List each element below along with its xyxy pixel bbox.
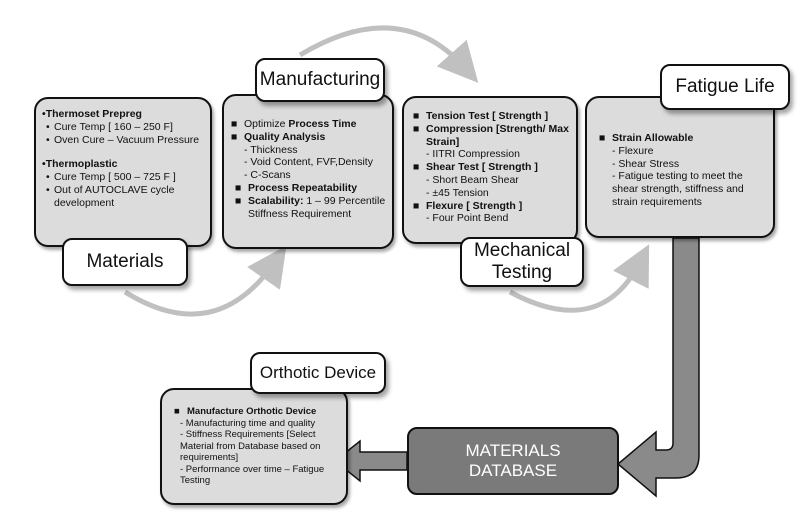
fatigue-subitem: - Flexure (612, 144, 654, 157)
manufacturing-item: ■Scalability: 1 – 99 Percentile Stiffnes… (235, 194, 386, 220)
mechanical-subitem: - IITRI Compression (426, 148, 520, 161)
database-label-line: DATABASE (468, 461, 558, 480)
fatigue-life-label: Fatigue Life (660, 64, 790, 110)
mechanical-label-line: Mechanical (473, 240, 571, 262)
mechanical-testing-box: ■Tension Test [ Strength ] ■Compression … (402, 96, 578, 244)
mechanical-subitem: - Short Beam Shear (426, 173, 519, 186)
arc-arrow-materials-to-manufacturing (123, 245, 287, 317)
arc-arrow-manufacturing-to-mechanical (298, 25, 479, 83)
thermoset-item: •Cure Temp [ 160 – 250 F] (46, 120, 173, 133)
manufacturing-item: ■Optimize Process Time (231, 118, 357, 130)
thermoplastic-heading: •Thermoplastic (42, 158, 118, 171)
thermoplastic-item: •Out of AUTOCLAVE cycle development (46, 183, 175, 209)
database-label-line: MATERIALS (465, 440, 561, 460)
manufacturing-subitem: - Void Content, FVF,Density (244, 156, 373, 169)
mechanical-subitem: - Four Point Bend (426, 212, 509, 225)
mechanical-item: ■Flexure [ Strength ] (413, 199, 523, 212)
fatigue-item: ■Strain Allowable (599, 132, 694, 144)
materials-label: Materials (62, 238, 188, 286)
dot-bullet: • (42, 108, 46, 120)
thermoset-heading: •Thermoset Prepreg (42, 108, 142, 120)
mechanical-subitem: - ±45 Tension (426, 186, 489, 199)
materials-box: •Thermoset Prepreg •Cure Temp [ 160 – 25… (34, 97, 212, 247)
fatigue-subitem: - Shear Stress (612, 157, 680, 170)
orthotic-subitem: - Performance over time – Fatigue Testin… (180, 463, 325, 487)
materials-database-box: MATERIALS DATABASE (407, 427, 619, 495)
arc-arrow-mechanical-to-fatigue (508, 244, 650, 313)
orthotic-subitem: - Stiffness Requirements [Select Materia… (180, 429, 321, 464)
flow-arrow-fatigue-to-database (616, 237, 700, 498)
manufacturing-subitem: - Thickness (244, 143, 298, 156)
orthotic-subitem: - Manufacturing time and quality (180, 417, 316, 429)
mechanical-item: ■Compression [Strength/ Max Strain] (413, 122, 569, 148)
mechanical-testing-label: Mechanical Testing (460, 237, 584, 287)
mechanical-item: ■Shear Test [ Strength ] (413, 161, 538, 174)
manufacturing-item: ■Process Repeatability (235, 181, 358, 194)
mechanical-label-line: Testing (491, 262, 553, 283)
fatigue-life-box: ■Strain Allowable - Flexure - Shear Stre… (585, 96, 775, 238)
manufacturing-subitem: - C-Scans (244, 169, 291, 182)
thermoplastic-item: •Cure Temp [ 500 – 725 F ] (46, 171, 176, 184)
mechanical-item: ■Tension Test [ Strength ] (413, 110, 549, 122)
orthotic-device-label: Orthotic Device (250, 352, 386, 394)
manufacturing-item: ■Quality Analysis (231, 130, 326, 143)
orthotic-device-box: ■Manufacture Orthotic Device - Manufactu… (160, 388, 348, 505)
manufacturing-label: Manufacturing (255, 58, 385, 102)
fatigue-subitem: - Fatigue testing to meet the shear stre… (612, 170, 744, 208)
manufacturing-box: ■Optimize Process Time ■Quality Analysis… (222, 94, 394, 249)
thermoset-item: •Oven Cure – Vacuum Pressure (46, 133, 200, 146)
orthotic-item: ■Manufacture Orthotic Device (174, 406, 317, 417)
